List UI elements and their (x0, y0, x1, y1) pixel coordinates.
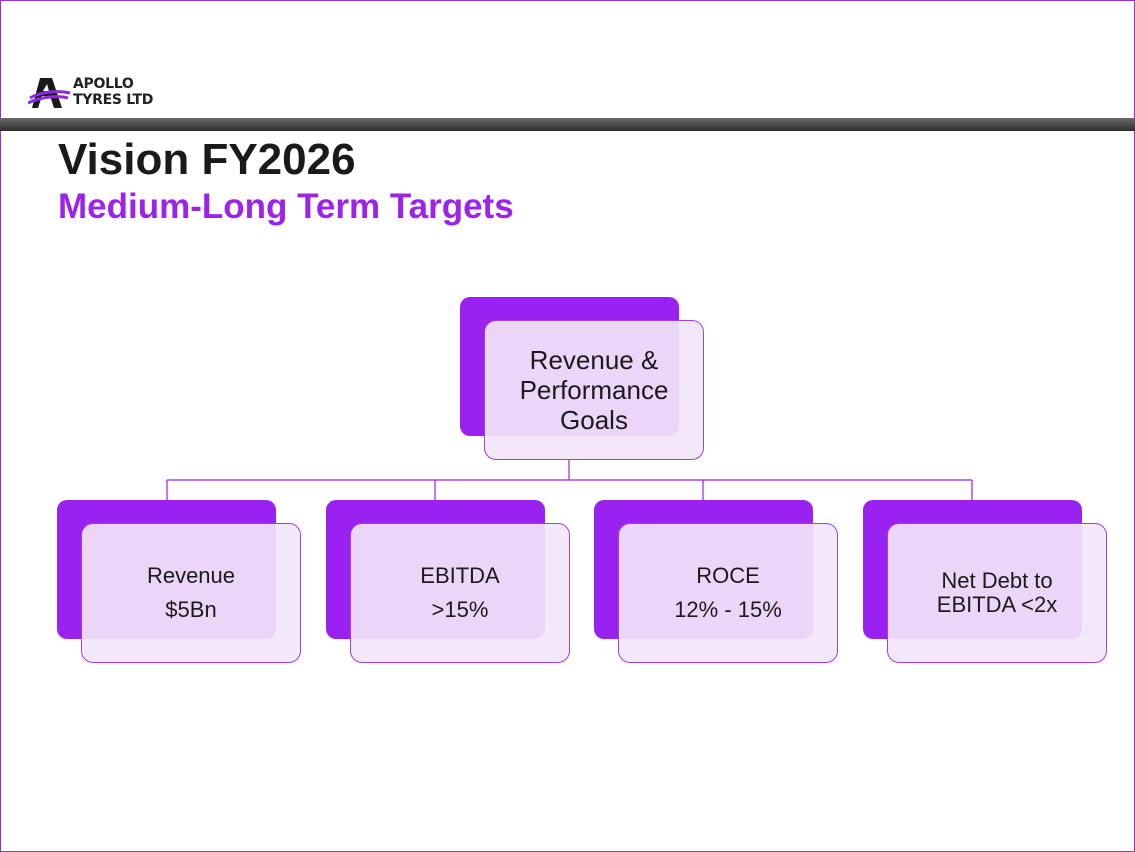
child-node-4-line-1: Net Debt to (941, 568, 1053, 593)
apollo-logo-icon (27, 78, 71, 108)
page-subtitle: Medium-Long Term Targets (58, 187, 514, 226)
logo-line-2: TYRES LTD (73, 92, 154, 108)
child-node-1-line-2: $5Bn (165, 597, 217, 622)
child-node-2-line-2: >15% (431, 597, 489, 622)
root-node-line-1: Revenue & (529, 345, 659, 375)
root-node-line-2: Performance (519, 375, 669, 405)
child-node-4-line-2: EBITDA <2x (936, 592, 1058, 617)
child-node-3-line-2: 12% - 15% (674, 597, 782, 622)
child-node-ebitda: EBITDA >15% (350, 523, 570, 663)
logo-line-1: APOLLO (73, 76, 134, 92)
child-node-1-line-1: Revenue (146, 563, 236, 588)
child-node-3-line-1: ROCE (696, 563, 760, 588)
header-bar (0, 118, 1135, 131)
apollo-tyres-logo: APOLLO TYRES LTD (27, 74, 188, 114)
child-node-roce: ROCE 12% - 15% (618, 523, 838, 663)
logo-text: APOLLO TYRES LTD (73, 76, 153, 108)
root-node: Revenue & Performance Goals (484, 320, 704, 460)
page-title: Vision FY2026 (58, 135, 356, 184)
child-node-net-debt: Net Debt to EBITDA <2x (887, 523, 1107, 663)
root-node-line-3: Goals (560, 405, 628, 435)
child-node-2-line-1: EBITDA (420, 563, 500, 588)
child-node-revenue: Revenue $5Bn (81, 523, 301, 663)
